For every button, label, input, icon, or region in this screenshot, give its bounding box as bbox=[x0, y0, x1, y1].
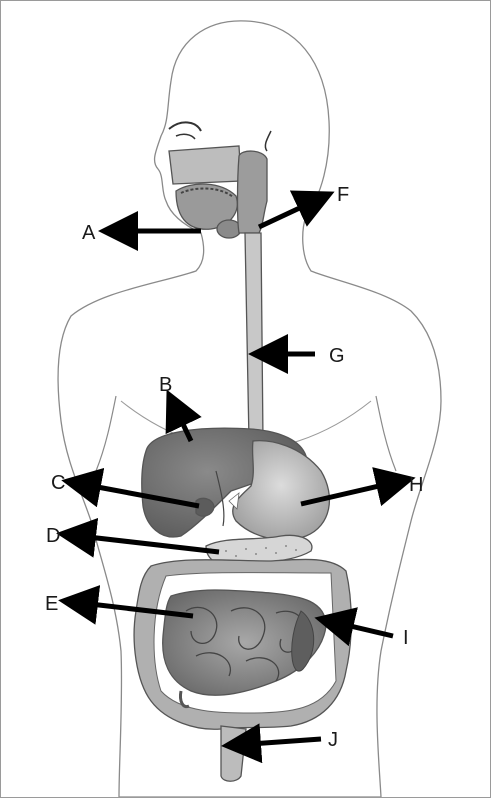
label-j: J bbox=[328, 729, 338, 751]
label-g: G bbox=[329, 345, 345, 367]
label-e: E bbox=[45, 593, 58, 615]
label-i: I bbox=[403, 627, 409, 649]
label-h: H bbox=[409, 474, 423, 496]
mouth-cavity bbox=[169, 146, 241, 238]
label-b: B bbox=[159, 374, 172, 396]
label-a: A bbox=[82, 222, 96, 244]
label-d: D bbox=[46, 525, 60, 547]
label-f: F bbox=[337, 184, 349, 206]
label-c: C bbox=[51, 472, 65, 494]
